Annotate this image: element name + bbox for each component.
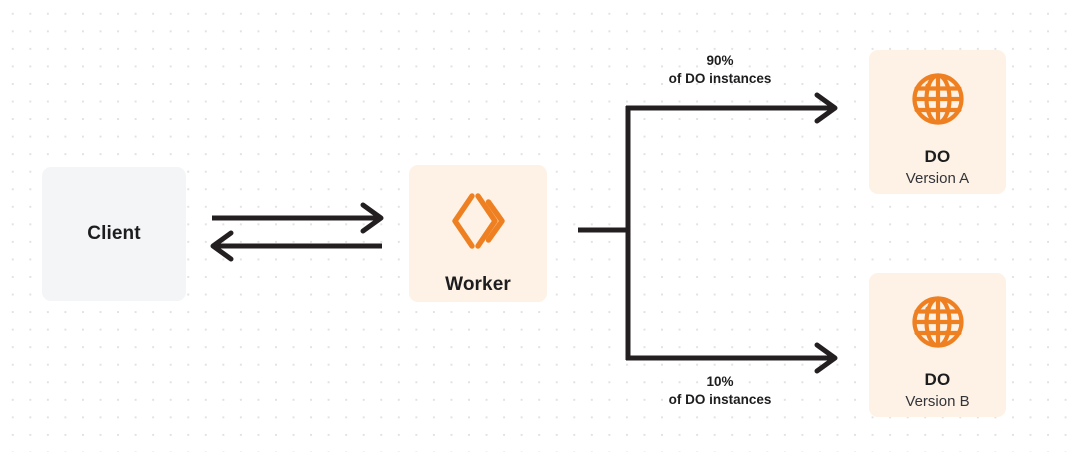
node-do-version-b[interactable]: DO Version B [869,273,1006,417]
node-do-b-label: DO [924,370,951,389]
node-client[interactable]: Client [42,167,186,301]
cloudflare-workers-icon [447,190,509,252]
edge-client-to-worker [212,202,384,234]
node-worker-label: Worker [445,274,511,295]
edge-label-do-b-caption: of DO instances [668,392,772,407]
globe-icon [909,293,967,351]
globe-icon [909,70,967,128]
edge-label-do-a-percent: 90% [706,53,734,68]
edge-worker-split-trunk [578,106,631,360]
edge-worker-to-do-b [626,342,838,374]
edge-worker-to-client [210,230,382,262]
node-do-a-label: DO [924,147,951,166]
node-do-b-version: Version B [905,393,970,410]
node-do-a-version: Version A [905,170,970,187]
edge-label-do-a-caption: of DO instances [668,71,772,86]
node-do-version-a[interactable]: DO Version A [869,50,1006,194]
edge-label-do-a: 90% of DO instances [610,52,830,88]
node-client-label: Client [87,223,141,244]
edge-worker-to-do-a [626,92,838,124]
edge-label-do-b: 10% of DO instances [610,373,830,409]
edge-label-do-b-percent: 10% [706,374,734,389]
node-worker[interactable]: Worker [409,165,547,302]
